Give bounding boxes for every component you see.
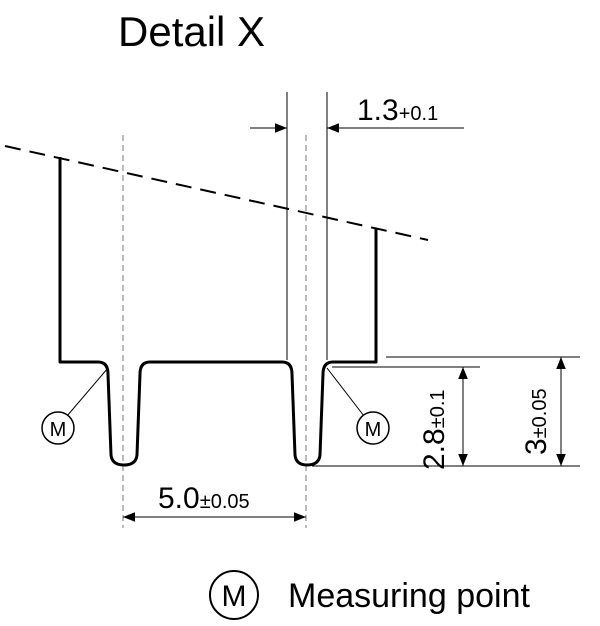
total-height-label: 3±0.05 [520, 388, 553, 455]
measuring-point-marker-left [41, 411, 75, 445]
measuring-point-leader-right [326, 367, 365, 417]
measuring-point-leader-left [66, 367, 109, 417]
pin-pitch-label: 5.0±0.05 [158, 482, 250, 515]
legend-label: Measuring point [288, 577, 530, 615]
legend-measuring-symbol [209, 570, 259, 620]
inner-height-label: 2.8±0.1 [418, 390, 451, 471]
drawing-title: Detail X [118, 8, 265, 55]
component-outline-with-pins [58, 157, 378, 467]
measuring-point-marker-right-letter: M [365, 419, 382, 441]
measuring-point-marker-left-letter: M [50, 419, 67, 441]
pin-width-label: 1.3+0.1 [357, 94, 438, 127]
legend-measuring-symbol-letter: M [222, 580, 247, 613]
reference-dashed-line [4, 145, 429, 241]
measuring-point-marker-right [356, 411, 390, 445]
